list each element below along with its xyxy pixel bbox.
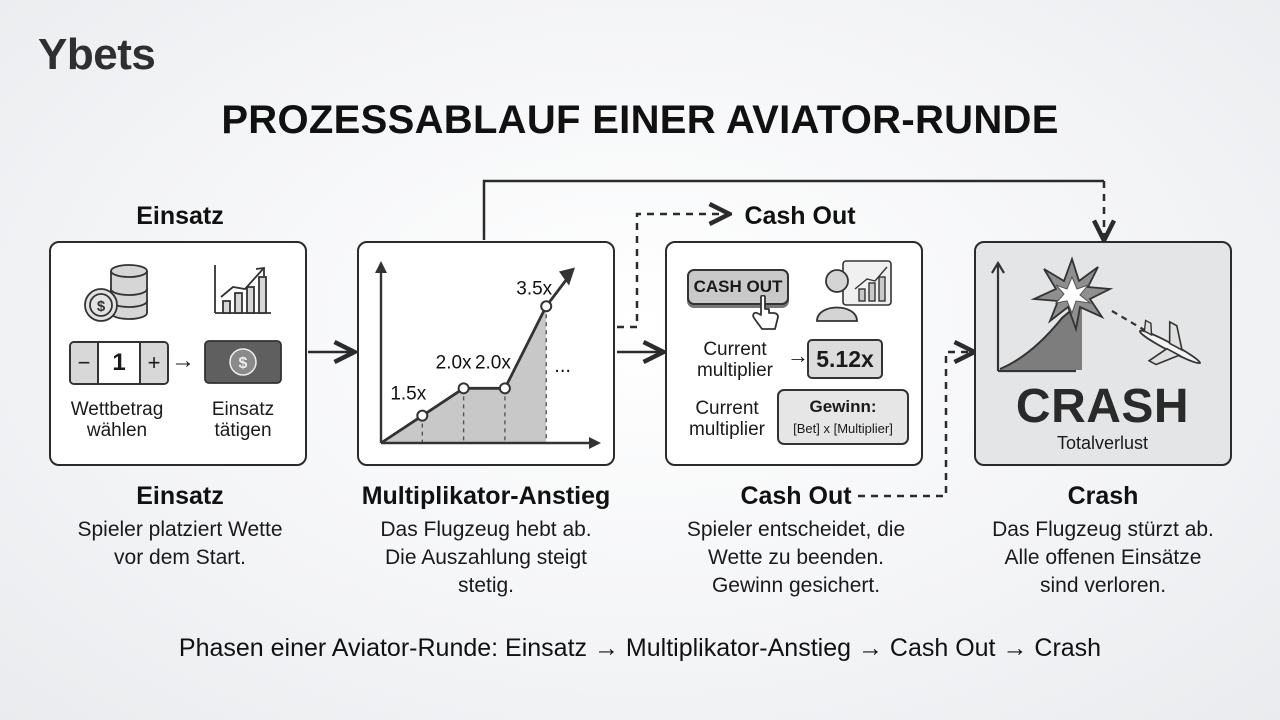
- multiplier-curve: [380, 272, 573, 445]
- step-desc-multiplikator: Das Flugzeug hebt ab.Die Auszahlung stei…: [380, 518, 592, 597]
- growth-chart-icon: [214, 265, 271, 314]
- gewinn-title: Gewinn:: [809, 397, 877, 416]
- multiplier-label: 2.0x: [475, 352, 511, 373]
- step-heading-einsatz: Einsatz: [136, 482, 224, 510]
- airplane-icon: [1139, 319, 1202, 366]
- current-multiplier-value: 5.12x: [807, 339, 883, 379]
- brand-logo: Ybets: [38, 30, 156, 79]
- coins-icon: $: [84, 264, 148, 322]
- multiplier-point: [416, 409, 429, 422]
- arrow-right-icon-2: →: [787, 343, 809, 368]
- multiplier-label: 3.5x: [516, 278, 552, 299]
- page-title: PROZESSABLAUF EINER AVIATOR-RUNDE: [221, 98, 1059, 142]
- y-axis-arrow: [375, 261, 387, 273]
- svg-text:$: $: [239, 355, 248, 372]
- crash-word: CRASH: [1015, 380, 1190, 433]
- x-axis-arrow: [589, 437, 601, 449]
- crash-chart: [991, 256, 1202, 373]
- panel-crash: CRASH Totalverlust: [974, 241, 1232, 466]
- step-heading-multiplikator: Multiplikator-Anstieg: [361, 482, 611, 510]
- bet-amount-stepper[interactable]: − 1 +: [69, 341, 169, 385]
- multiplier-label: 1.5x: [390, 384, 426, 405]
- multiplier-point: [498, 382, 511, 395]
- multiplier-point: [457, 382, 470, 395]
- pointer-hand-icon: [752, 295, 779, 330]
- arrow-multiplikator-to-crash: [482, 179, 1104, 240]
- einsatz-top-label: Einsatz: [136, 202, 224, 230]
- multiplier-area: [381, 306, 547, 443]
- stepper-plus-button[interactable]: +: [141, 343, 167, 383]
- crash-subtitle: Totalverlust: [1056, 433, 1149, 453]
- gewinn-formula: [Bet] x [Multiplier]: [793, 421, 893, 436]
- banknote-icon: $: [204, 340, 282, 384]
- step-heading-crash: Crash: [1067, 482, 1139, 510]
- multiplier-label-ellipsis: ...: [554, 355, 571, 377]
- user-with-chart-icon: [816, 260, 892, 322]
- stepper-value: 1: [97, 343, 141, 383]
- step-desc-crash: Das Flugzeug stürzt ab.Alle offenen Eins…: [992, 518, 1214, 597]
- gewinn-box: Gewinn: [Bet] x [Multiplier]: [777, 389, 909, 445]
- step-heading-cashout: Cash Out: [740, 482, 852, 510]
- cashout-top-label: Cash Out: [744, 202, 856, 230]
- explosion-icon: [1030, 256, 1114, 333]
- multiplier-label: 2.0x: [436, 352, 472, 373]
- cashout-button[interactable]: CASH OUT: [687, 269, 789, 305]
- curve-arrowhead: [559, 267, 575, 286]
- arrow-right-icon: →: [171, 347, 195, 374]
- svg-text:$: $: [97, 298, 106, 315]
- arrow-cashout-to-crash: [858, 352, 972, 498]
- multiplier-point: [540, 300, 553, 313]
- footer-summary: Phasen einer Aviator-Runde: Einsatz → Mu…: [178, 634, 1102, 662]
- stepper-minus-button[interactable]: −: [71, 343, 97, 383]
